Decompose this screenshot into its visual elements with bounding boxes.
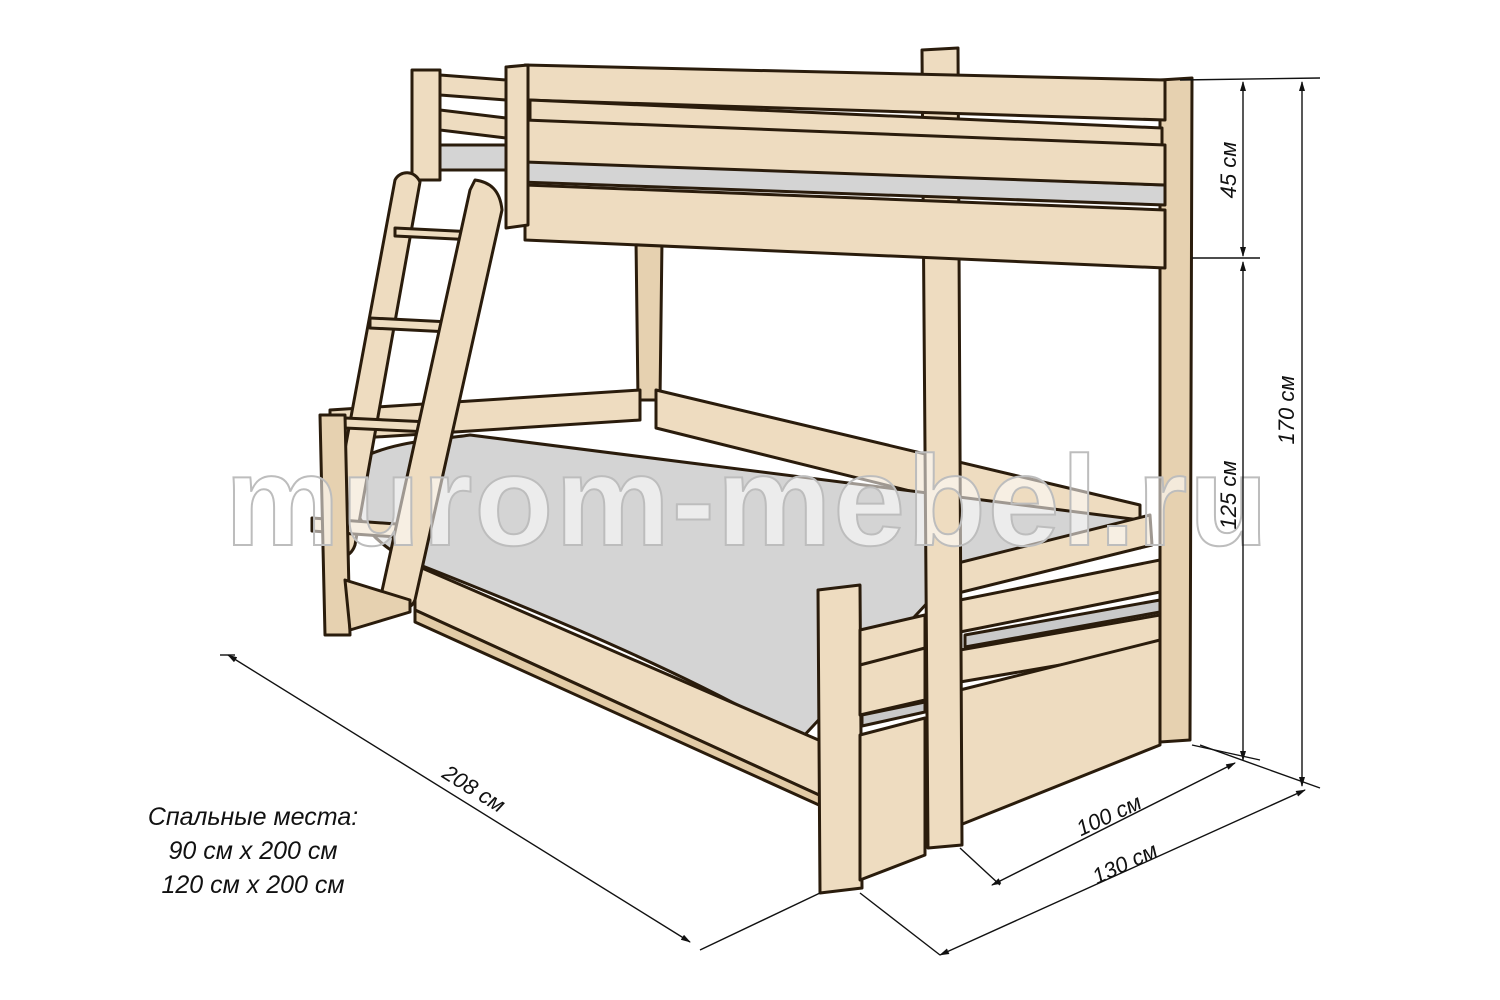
caption-size-1: 90 см х 200 см	[168, 837, 338, 865]
caption-size-2: 120 см х 200 см	[161, 871, 345, 899]
dim-label-45: 45 см	[1216, 142, 1241, 199]
watermark-text: murom-mebel.ru	[225, 430, 1270, 573]
dim-label-130: 130 см	[1088, 837, 1161, 889]
dim-label-170: 170 см	[1274, 376, 1299, 445]
foot-board-rail-2	[858, 646, 927, 717]
dim-line-208	[227, 654, 691, 943]
head-board-rail-2	[438, 108, 508, 140]
head-board-post	[410, 68, 442, 182]
back-right-post	[1158, 76, 1194, 744]
dim-label-208: 208 см	[437, 759, 510, 817]
back-left-post	[634, 238, 664, 402]
foot-post-left	[816, 583, 864, 895]
lower-head-foot	[343, 578, 412, 632]
caption-title: Спальные места:	[147, 803, 359, 831]
lower-right-mattress-strip	[963, 598, 1162, 649]
dimension-lines	[220, 77, 1321, 956]
dim-label-100: 100 см	[1072, 789, 1145, 841]
head-board-rail-1	[438, 73, 508, 102]
sleeping-places-caption: Спальные места: 90 см х 200 см 120 см х …	[108, 800, 398, 902]
lower-head-post	[318, 413, 352, 637]
upper-left-post	[504, 63, 530, 230]
dim-line-130	[939, 789, 1306, 956]
foot-board-mattress-2	[860, 700, 927, 728]
foot-board-panel	[858, 716, 927, 882]
dim-label-125: 125 см	[1216, 461, 1241, 530]
